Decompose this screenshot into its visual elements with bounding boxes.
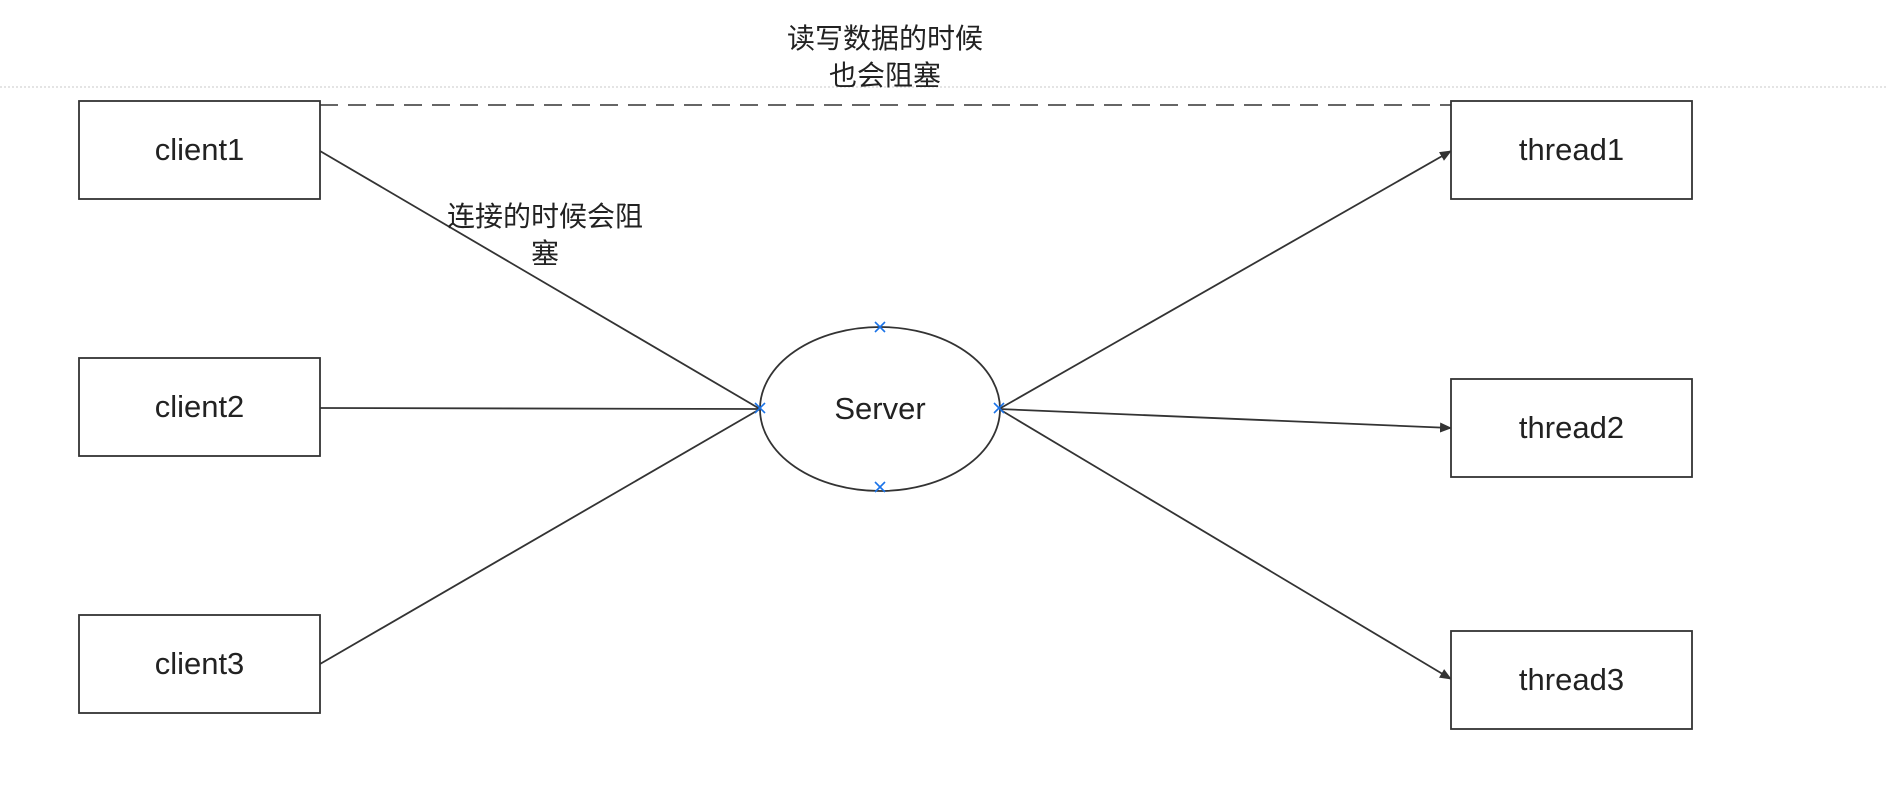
thread3-box[interactable] <box>1450 630 1693 730</box>
rw-block-line2: 也会阻塞 <box>828 59 941 92</box>
selection-handle-left[interactable] <box>754 402 766 414</box>
connect-block-line1: 连接的时候会阻 <box>446 200 643 233</box>
thread1-label: thread1 <box>1518 132 1625 167</box>
thread2-box[interactable] <box>1450 378 1693 478</box>
thread3-label: thread3 <box>1518 662 1625 697</box>
client1-label: client1 <box>154 132 245 167</box>
rw-block-annotation: 读写数据的时候 也会阻塞 <box>760 20 1010 94</box>
thread1-box[interactable] <box>1450 100 1693 200</box>
server-thread3-arrow[interactable] <box>998 408 1452 680</box>
selection-handle-top[interactable] <box>874 321 886 333</box>
server-label: Server <box>834 391 926 426</box>
connect-block-line2: 塞 <box>530 237 559 270</box>
client2-box[interactable] <box>78 357 321 457</box>
selection-handle-right[interactable] <box>993 402 1005 414</box>
client2-label: client2 <box>154 389 245 424</box>
selection-handle-bottom[interactable] <box>874 481 886 493</box>
rw-block-line1: 读写数据的时候 <box>786 22 983 55</box>
server-thread1-arrow[interactable] <box>998 150 1452 410</box>
client3-box[interactable] <box>78 614 321 714</box>
server-thread2-arrow[interactable] <box>998 408 1452 433</box>
client3-label: client3 <box>154 646 245 681</box>
client1-box[interactable] <box>78 100 321 200</box>
client3-server-edge[interactable] <box>319 408 761 665</box>
connect-block-annotation: 连接的时候会阻 塞 <box>420 198 670 272</box>
client2-server-edge[interactable] <box>319 407 761 410</box>
client1-server-edge[interactable] <box>319 150 761 410</box>
thread2-label: thread2 <box>1518 410 1625 445</box>
